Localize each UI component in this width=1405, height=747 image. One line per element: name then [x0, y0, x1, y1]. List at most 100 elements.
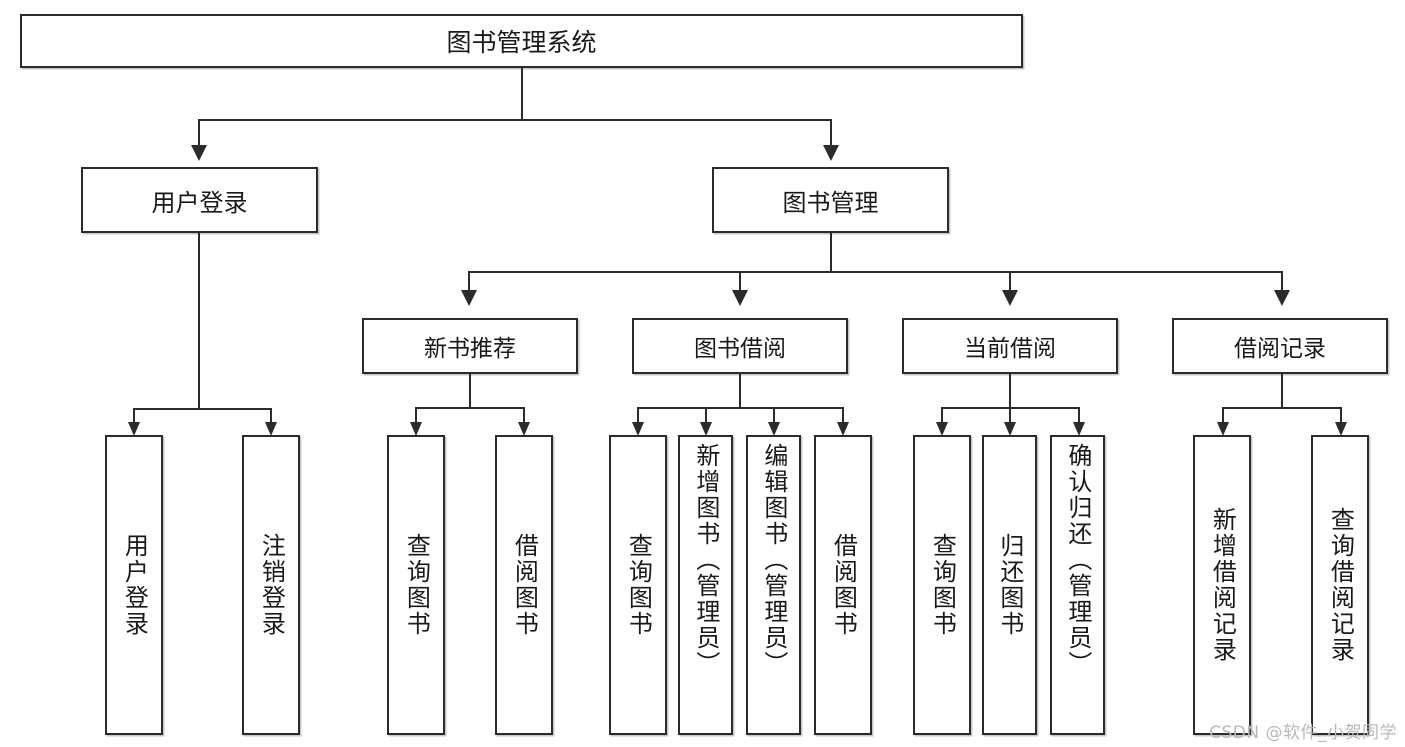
- connector-bb-to-leaf-2: [705, 407, 707, 425]
- node-label: 当前借阅: [964, 336, 1056, 362]
- leaf-inner: 编辑图书（管理员）: [748, 437, 799, 739]
- connector-cb-to-leaf-1: [941, 407, 943, 425]
- arrowhead-bb-to-leaf-1: [632, 422, 644, 436]
- node-label: 借阅记录: [1234, 336, 1326, 362]
- arrowhead-to-book-borrow: [732, 290, 748, 306]
- arrowhead-root-to-user-login: [191, 145, 207, 161]
- leaf-label: 借阅图书: [829, 533, 858, 637]
- connector-to-borrow-record: [1281, 271, 1283, 293]
- connector-user-login-bus: [133, 408, 271, 410]
- node-root-book-management-system[interactable]: 图书管理系统: [20, 14, 1023, 68]
- connector-user-login-stem: [198, 233, 200, 409]
- leaf-add-borrow-record[interactable]: 新增借阅记录: [1193, 435, 1251, 735]
- connector-bb-to-leaf-4: [842, 407, 844, 425]
- arrowhead-cb-to-leaf-3: [1073, 422, 1085, 436]
- node-new-book-recommend[interactable]: 新书推荐: [362, 318, 578, 374]
- connector-nbr-to-leaf-1: [415, 407, 417, 425]
- leaf-inner: 用户登录: [107, 437, 161, 733]
- connector-root-stem: [521, 68, 523, 120]
- leaf-inner: 新增借阅记录: [1195, 437, 1249, 733]
- leaf-inner: 查询图书: [611, 437, 665, 733]
- connector-new-book-recommend-bus: [415, 407, 525, 409]
- node-book-management[interactable]: 图书管理: [712, 167, 949, 233]
- leaf-user-login[interactable]: 用户登录: [105, 435, 163, 735]
- arrowhead-to-current-borrow: [1002, 290, 1018, 306]
- leaf-inner: 借阅图书: [816, 437, 870, 733]
- leaf-query-book-current[interactable]: 查询图书: [913, 435, 971, 735]
- leaf-borrow-book-recommend[interactable]: 借阅图书: [495, 435, 553, 735]
- arrowhead-user-login-to-leaf-1: [128, 422, 140, 436]
- arrowhead-to-borrow-record: [1274, 290, 1290, 306]
- leaf-edit-book-admin[interactable]: 编辑图书（管理员）: [746, 435, 801, 735]
- leaf-label: 查询图书: [402, 533, 431, 637]
- connector-level3-bus: [468, 271, 1283, 273]
- node-borrow-record[interactable]: 借阅记录: [1172, 318, 1388, 374]
- node-label: 新书推荐: [424, 336, 516, 362]
- arrowhead-root-to-book-management: [823, 145, 839, 161]
- leaf-inner: 注销登录: [244, 437, 298, 733]
- leaf-label: 编辑图书（管理员）: [759, 443, 788, 677]
- connector-cb-to-leaf-2: [1009, 407, 1011, 425]
- arrowhead-br-to-leaf-1: [1217, 422, 1229, 436]
- leaf-confirm-return-admin[interactable]: 确认归还（管理员）: [1050, 435, 1105, 735]
- arrowhead-bb-to-leaf-4: [837, 422, 849, 436]
- leaf-inner: 查询图书: [915, 437, 969, 733]
- node-book-borrow[interactable]: 图书借阅: [632, 318, 848, 374]
- leaf-label: 查询图书: [624, 533, 653, 637]
- leaf-label: 归还图书: [995, 533, 1024, 637]
- connector-root-bus: [198, 119, 832, 121]
- leaf-label: 确认归还（管理员）: [1063, 443, 1092, 677]
- connector-root-to-user-login: [198, 119, 200, 147]
- leaf-inner: 借阅图书: [497, 437, 551, 733]
- arrowhead-nbr-to-leaf-2: [518, 422, 530, 436]
- leaf-inner: 查询借阅记录: [1313, 437, 1367, 733]
- connector-borrow-record-stem: [1281, 374, 1283, 408]
- connector-nbr-to-leaf-2: [523, 407, 525, 425]
- connector-bb-to-leaf-3: [773, 407, 775, 425]
- leaf-inner: 确认归还（管理员）: [1052, 437, 1103, 739]
- arrowhead-user-login-to-leaf-2: [265, 422, 277, 436]
- leaf-label: 查询借阅记录: [1326, 507, 1355, 663]
- connector-to-book-borrow: [739, 271, 741, 293]
- leaf-label: 查询图书: [928, 533, 957, 637]
- connector-br-to-leaf-1: [1222, 407, 1224, 425]
- connector-cb-to-leaf-3: [1078, 407, 1080, 425]
- connector-user-login-to-leaf-1: [133, 408, 135, 426]
- leaf-logout[interactable]: 注销登录: [242, 435, 300, 735]
- connector-to-current-borrow: [1009, 271, 1011, 293]
- arrowhead-cb-to-leaf-1: [936, 422, 948, 436]
- leaf-query-borrow-record[interactable]: 查询借阅记录: [1311, 435, 1369, 735]
- arrowhead-nbr-to-leaf-1: [410, 422, 422, 436]
- leaf-label: 新增借阅记录: [1208, 507, 1237, 663]
- connector-new-book-recommend-stem: [469, 374, 471, 408]
- arrowhead-bb-to-leaf-3: [768, 422, 780, 436]
- leaf-inner: 新增图书（管理员）: [680, 437, 731, 739]
- connector-borrow-record-bus: [1222, 407, 1342, 409]
- leaf-query-book-recommend[interactable]: 查询图书: [387, 435, 445, 735]
- node-user-login[interactable]: 用户登录: [81, 167, 318, 233]
- connector-book-management-stem: [830, 233, 832, 272]
- leaf-add-book-admin[interactable]: 新增图书（管理员）: [678, 435, 733, 735]
- connector-user-login-to-leaf-2: [270, 408, 272, 426]
- connector-current-borrow-stem: [1009, 374, 1011, 408]
- leaf-label: 注销登录: [257, 533, 286, 637]
- connector-book-borrow-bus: [637, 407, 844, 409]
- node-current-borrow[interactable]: 当前借阅: [902, 318, 1118, 374]
- leaf-inner: 归还图书: [984, 437, 1035, 733]
- connector-to-new-book-recommend: [468, 271, 470, 293]
- connector-br-to-leaf-2: [1340, 407, 1342, 425]
- leaf-inner: 查询图书: [389, 437, 443, 733]
- connector-root-to-book-management: [830, 119, 832, 147]
- arrowhead-bb-to-leaf-2: [700, 422, 712, 436]
- connector-bb-to-leaf-1: [637, 407, 639, 425]
- leaf-return-book[interactable]: 归还图书: [982, 435, 1037, 735]
- node-label: 图书借阅: [694, 336, 786, 362]
- leaf-label: 用户登录: [120, 533, 149, 637]
- connector-book-borrow-stem: [739, 374, 741, 408]
- node-label: 图书管理系统: [446, 28, 597, 57]
- arrowhead-to-new-book-recommend: [461, 290, 477, 306]
- leaf-borrow-book-borrow[interactable]: 借阅图书: [814, 435, 872, 735]
- leaf-query-book-borrow[interactable]: 查询图书: [609, 435, 667, 735]
- node-label: 用户登录: [151, 188, 248, 217]
